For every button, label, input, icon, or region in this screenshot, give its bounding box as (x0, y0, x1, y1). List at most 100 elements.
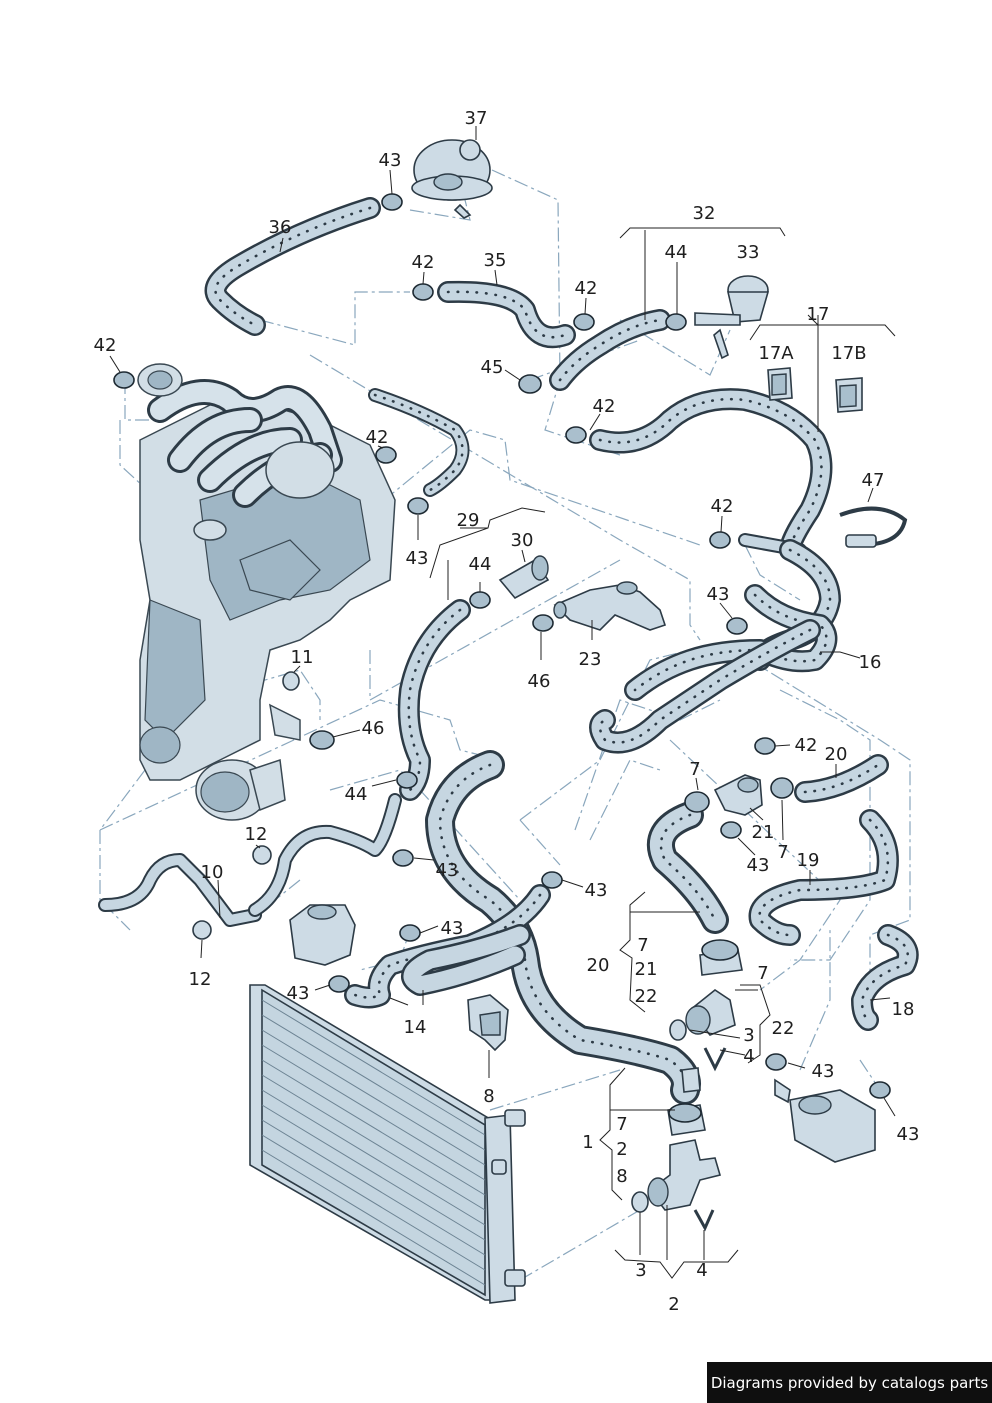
callout-44: 44 (469, 554, 492, 575)
callout-43: 43 (406, 548, 429, 569)
sensor-17b (835, 377, 863, 413)
callout-2: 2 (616, 1139, 627, 1160)
callout-43: 43 (585, 880, 608, 901)
clamp-43d (720, 821, 742, 839)
callout-21: 21 (752, 822, 775, 843)
callout-42: 42 (593, 396, 616, 417)
callout-1: 1 (582, 1132, 593, 1153)
hose-18 (851, 924, 919, 1031)
callout-17: 17 (807, 304, 830, 325)
callout-7: 7 (777, 842, 788, 863)
clamp-43e (392, 849, 414, 867)
hose-20-upper (794, 754, 889, 803)
clamp-46a (532, 614, 554, 632)
callout-20: 20 (587, 955, 610, 976)
clamp-43f (541, 871, 563, 889)
callout-45: 45 (481, 357, 504, 378)
clamp-43h (328, 975, 350, 993)
callout-42: 42 (575, 278, 598, 299)
clip-4a (703, 1047, 727, 1072)
callout-43: 43 (441, 918, 464, 939)
clamp-43g (399, 924, 421, 942)
callout-4: 4 (696, 1260, 707, 1281)
callout-29: 29 (457, 510, 480, 531)
clamp-7b (770, 777, 794, 799)
hose-19 (748, 809, 899, 946)
clamp-42b (573, 313, 595, 331)
clamp-7a (684, 791, 710, 813)
clamp-46b (309, 730, 335, 750)
o-ring-11 (282, 671, 300, 691)
radiator (249, 984, 526, 1304)
flange-33 (694, 275, 770, 360)
hose-clamps (113, 193, 891, 1123)
callout-3: 3 (743, 1025, 754, 1046)
callout-labels: 37 43 36 35 42 32 44 33 42 17 17A 17B 42… (94, 108, 920, 1315)
leader-lines (109, 126, 896, 1279)
clamp-43c (726, 617, 748, 635)
clamp-45 (518, 374, 542, 394)
callout-44: 44 (345, 784, 368, 805)
hose-29 (397, 599, 471, 801)
clamp-42f (709, 531, 731, 549)
clamp-42d (565, 426, 587, 444)
clamp-42g (754, 737, 776, 755)
callout-42: 42 (366, 427, 389, 448)
connector-30 (498, 555, 550, 600)
callout-16: 16 (859, 652, 882, 673)
bracket-8 (467, 994, 509, 1052)
o-ring-3b (631, 1191, 649, 1213)
callout-35: 35 (484, 250, 507, 271)
callout-33: 33 (737, 242, 760, 263)
t-piece-2 (647, 1067, 722, 1211)
sensor-17a (767, 367, 793, 401)
callout-43: 43 (379, 150, 402, 171)
hose-36 (204, 197, 381, 336)
hose-17 (589, 388, 833, 561)
pipe-10 (98, 793, 402, 927)
clamp-7e (668, 1103, 702, 1123)
callout-18: 18 (892, 999, 915, 1020)
callout-23: 23 (579, 649, 602, 670)
callout-10: 10 (201, 862, 224, 883)
callout-32: 32 (693, 203, 716, 224)
hose-1 (425, 750, 701, 1105)
clamp-43a (381, 193, 403, 211)
callout-43: 43 (747, 855, 770, 876)
callout-42: 42 (711, 496, 734, 517)
clamp-44a (665, 313, 687, 331)
callout-42: 42 (795, 735, 818, 756)
callout-37: 37 (465, 108, 488, 129)
callout-7: 7 (637, 935, 648, 956)
clamp-43j (869, 1081, 891, 1099)
engine-block (137, 363, 396, 821)
clamp-44c (396, 771, 418, 789)
callout-21: 21 (635, 959, 658, 980)
hose-engine-top (368, 388, 470, 497)
callout-8: 8 (483, 1086, 494, 1107)
callout-36: 36 (269, 217, 292, 238)
callout-12: 12 (245, 824, 268, 845)
clip-4b (693, 1209, 715, 1232)
plug-12a (252, 845, 272, 865)
callout-2: 2 (668, 1294, 679, 1315)
callout-47: 47 (862, 470, 885, 491)
clamp-7c (701, 939, 739, 961)
hose-20 (647, 801, 729, 934)
clamp-43i (765, 1053, 787, 1071)
elbow-22 (685, 949, 743, 1036)
callout-14: 14 (404, 1017, 427, 1038)
callout-7: 7 (757, 963, 768, 984)
callout-22: 22 (772, 1018, 795, 1039)
callout-43: 43 (287, 983, 310, 1004)
thermostat-housing-21 (713, 774, 763, 816)
callout-12: 12 (189, 969, 212, 990)
fittings-and-components (192, 139, 908, 1232)
callout-43: 43 (812, 1061, 835, 1082)
clamp-42e (375, 446, 397, 464)
expansion-tank-37 (411, 139, 493, 219)
plug-12b (192, 920, 212, 940)
callout-42: 42 (94, 335, 117, 356)
callout-11: 11 (291, 647, 314, 668)
